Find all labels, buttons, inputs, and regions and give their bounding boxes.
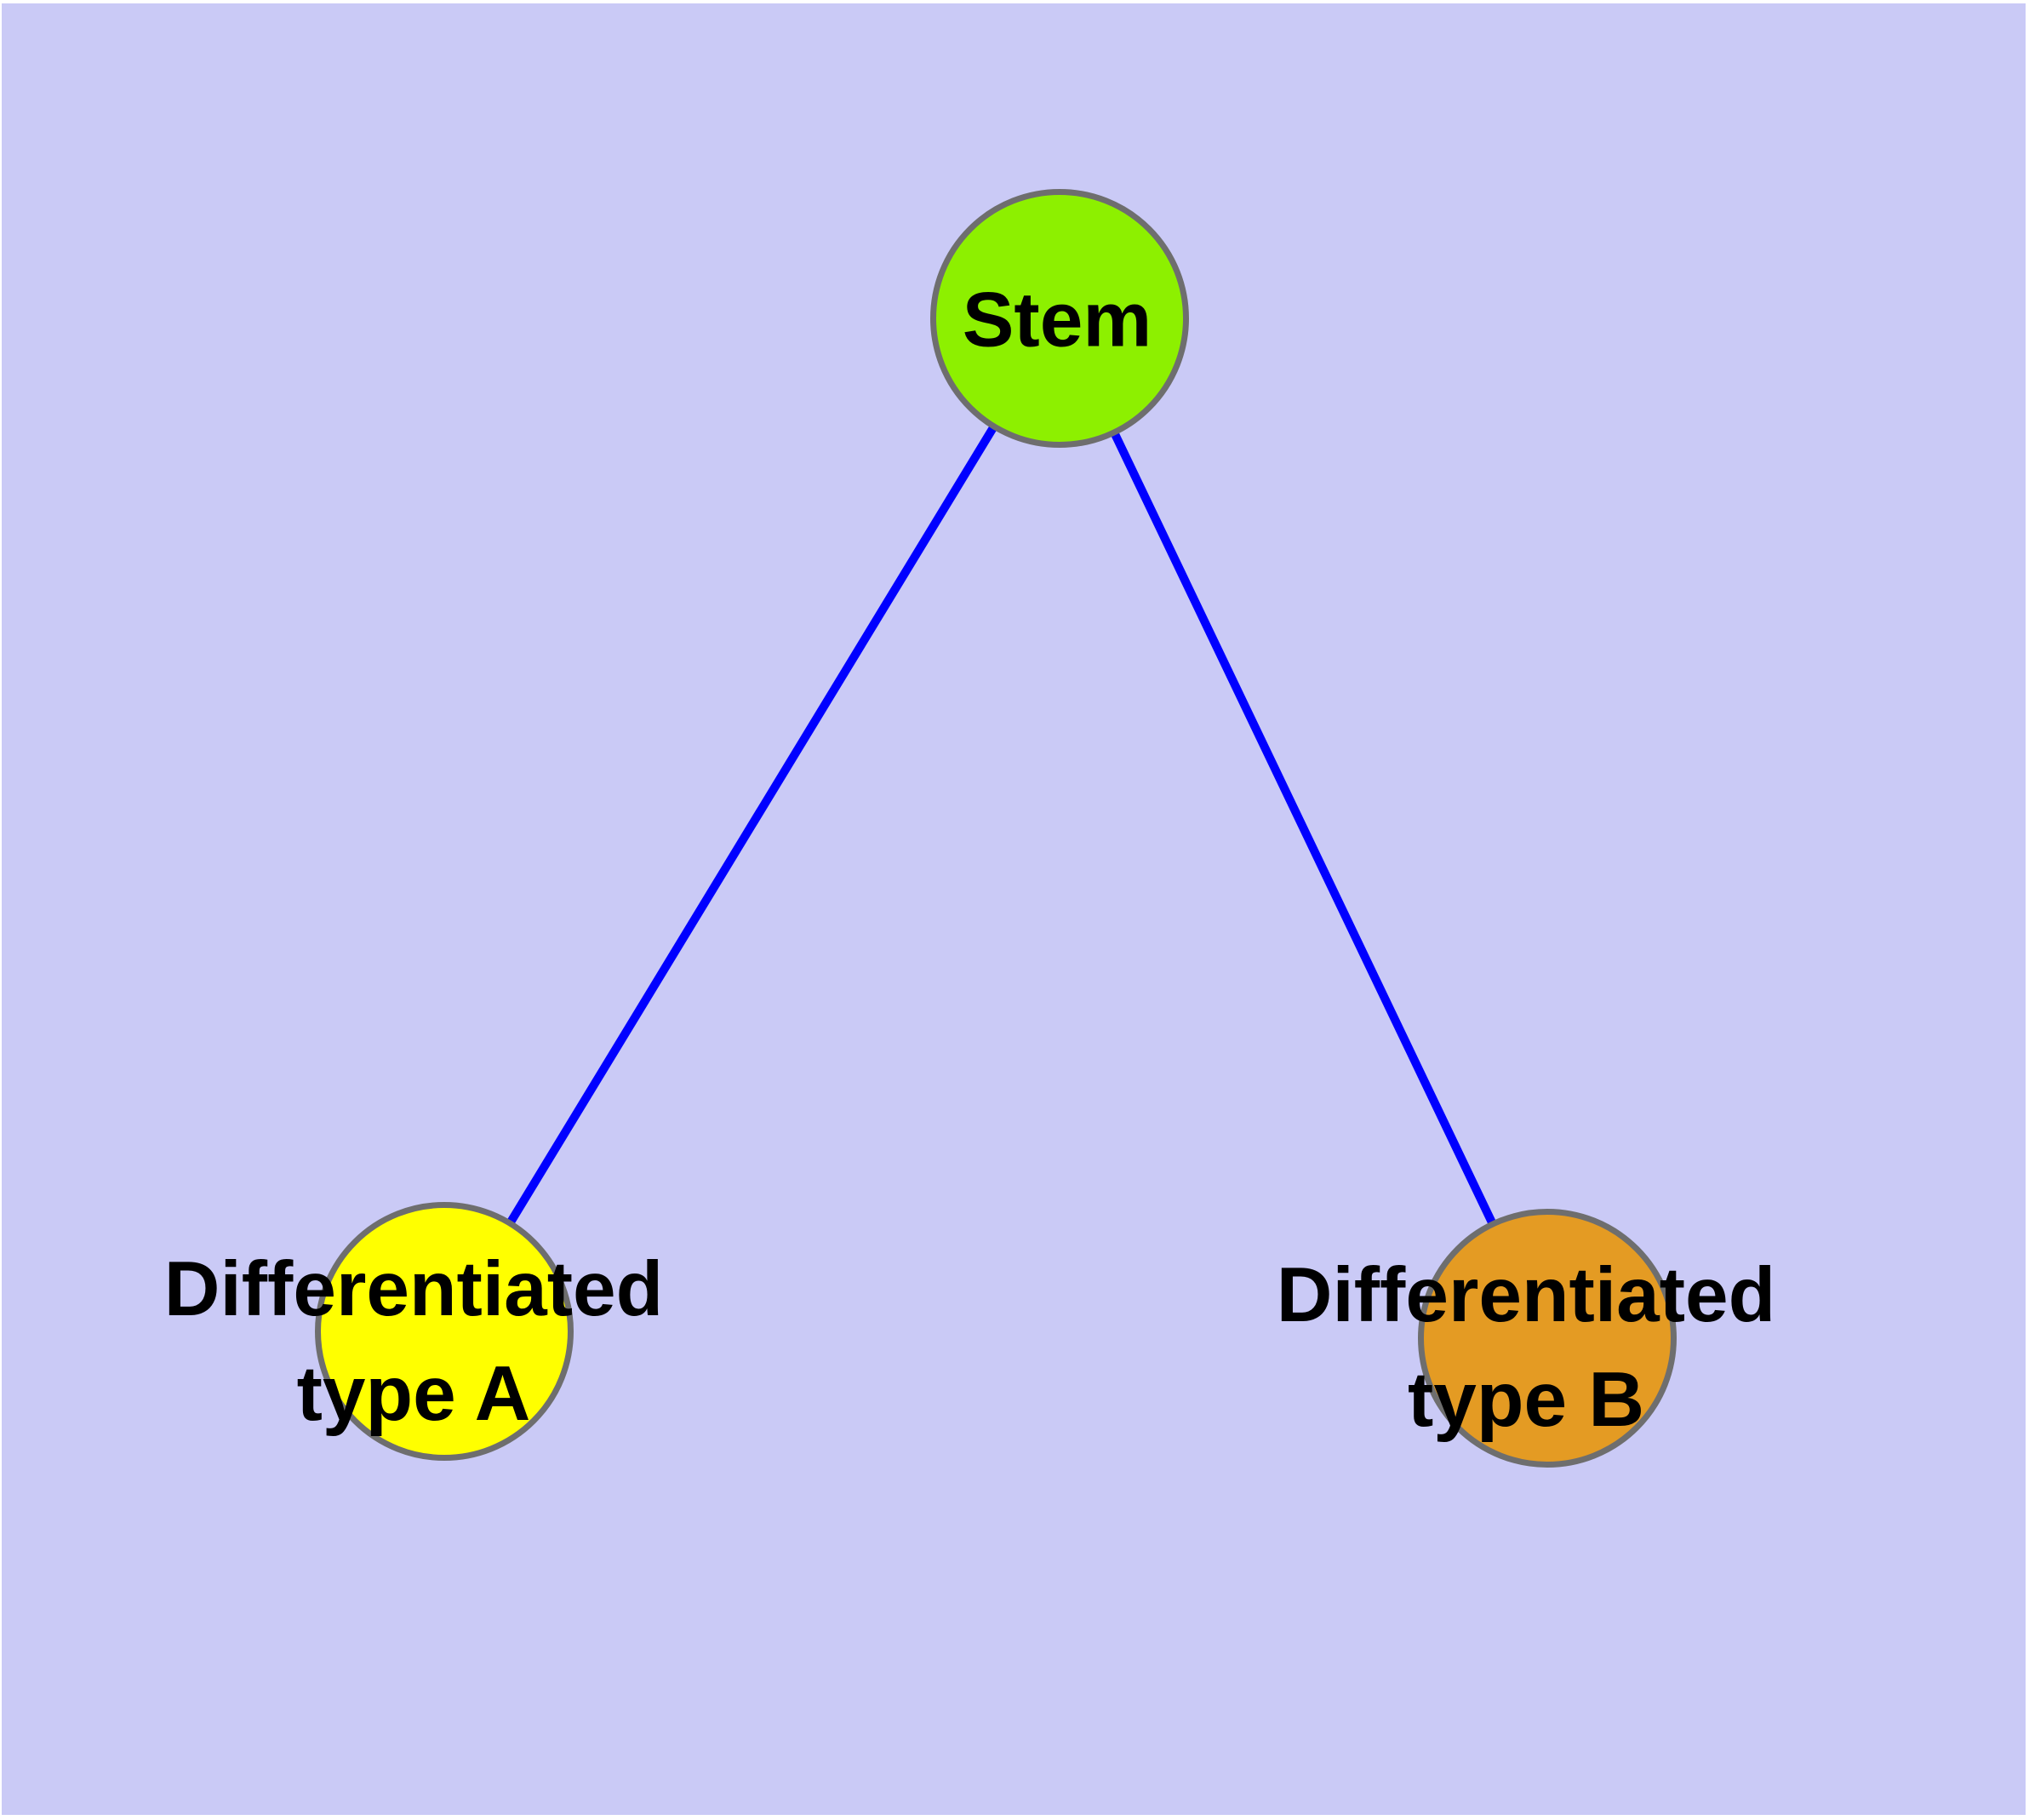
node-differentiated-type-a [315, 1202, 574, 1461]
node-stem [930, 189, 1189, 448]
node-differentiated-type-a-label: Differentiated type A [164, 1237, 664, 1446]
edge-layer [440, 316, 1552, 1341]
node-differentiated-type-b-label-line1: Differentiated [1276, 1252, 1776, 1338]
edge-stem-to-type-a [440, 316, 1064, 1334]
node-stem-label-line: Stem [962, 277, 1152, 363]
node-differentiated-type-a-label-line1: Differentiated [163, 1246, 664, 1332]
diagram-canvas: Stem Differentiated type A Differentiate… [2, 3, 2026, 1815]
node-stem-label: Stem [963, 268, 1152, 373]
node-differentiated-type-b [1418, 1209, 1677, 1468]
node-differentiated-type-b-label: Differentiated type B [1277, 1243, 1776, 1452]
node-differentiated-type-b-label-line2: type B [1407, 1357, 1645, 1443]
edge-stem-to-type-b [1055, 316, 1552, 1341]
node-differentiated-type-a-label-line2: type A [296, 1351, 531, 1437]
